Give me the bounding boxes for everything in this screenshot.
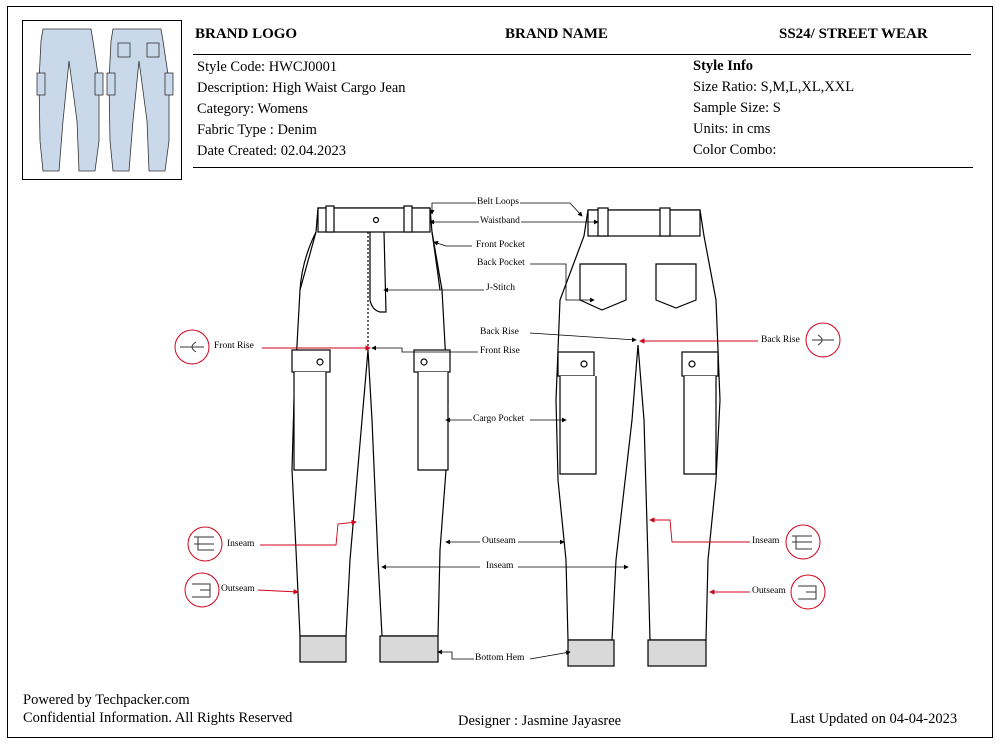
garment-thumbnail [22,20,182,180]
tech-pack-sheet [7,6,993,738]
callout-front-pocket: Front Pocket [475,240,526,250]
measure-outseam-label-left: Outseam [220,584,256,594]
style-description: Description: High Waist Cargo Jean [197,80,406,96]
style-info: Style Info Size Ratio: S,M,L,XL,XXL Samp… [693,56,854,161]
callout-waistband: Waistband [479,216,521,226]
units: Units: in cms [693,121,771,137]
style-category: Category: Womens [197,101,308,117]
confidential-notice: Confidential Information. All Rights Res… [23,710,293,726]
size-ratio: Size Ratio: S,M,L,XL,XXL [693,79,855,95]
designer-name: Designer : Jasmine Jayasree [458,713,622,729]
powered-by: Powered by Techpacker.com [23,692,190,708]
last-updated: Last Updated on 04-04-2023 [790,711,958,727]
measure-inseam-label-right: Inseam [751,536,781,546]
info-divider [193,167,973,168]
callout-belt-loops: Belt Loops [476,197,520,207]
fabric-type: Fabric Type : Denim [197,122,317,138]
callout-back-rise: Back Rise [479,327,520,337]
callout-j-stitch: J-Stitch [485,283,517,293]
measure-back-rise-label: Back Rise [760,335,801,345]
callout-cargo-pocket: Cargo Pocket [472,414,526,424]
header-divider [193,54,971,55]
callout-front-rise: Front Rise [479,346,521,356]
callout-back-pocket: Back Pocket [476,258,526,268]
measure-outseam-label-right: Outseam [751,586,787,596]
style-info-title: Style Info [693,58,754,74]
measure-inseam-label-left: Inseam [226,539,256,549]
brand-logo-text: BRAND LOGO [195,26,298,42]
brand-name-text: BRAND NAME [505,26,608,42]
style-details: Style Code: HWCJ0001 Description: High W… [197,57,406,162]
callout-outseam: Outseam [481,536,517,546]
sample-size: Sample Size: S [693,100,781,116]
color-combo: Color Combo: [693,142,777,158]
back-view [555,207,721,667]
collection-text: SS24/ STREET WEAR [779,26,928,42]
measure-front-rise-label: Front Rise [213,341,255,351]
front-view [291,205,451,663]
callout-inseam: Inseam [485,561,515,571]
date-created: Date Created: 02.04.2023 [197,143,346,159]
callout-bottom-hem: Bottom Hem [474,653,526,663]
style-code: Style Code: HWCJ0001 [197,59,338,75]
